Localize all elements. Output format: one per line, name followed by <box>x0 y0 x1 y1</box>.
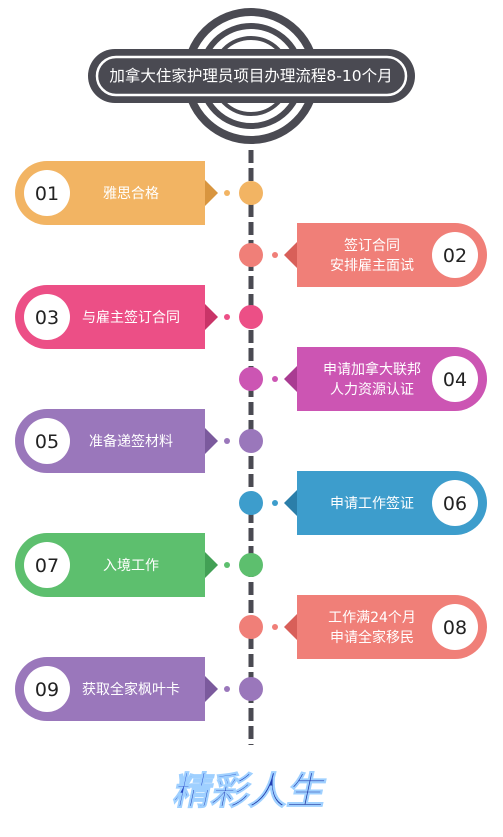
step-dot <box>272 252 278 258</box>
step-label: 工作满24个月 <box>328 610 416 626</box>
step-number-badge <box>432 356 478 402</box>
step-label: 入境工作 <box>103 558 159 574</box>
step-node <box>239 677 263 701</box>
step-label: 准备递签材料 <box>89 433 173 450</box>
step-05: 05 准备递签材料 <box>15 409 263 473</box>
step-dot <box>224 190 230 196</box>
step-number: 08 <box>443 617 467 639</box>
step-fold <box>202 673 218 705</box>
step-number-badge <box>24 294 70 340</box>
step-label: 人力资源认证 <box>330 382 414 398</box>
step-01: 01 雅思合格 <box>15 161 263 225</box>
step-fold <box>202 549 218 581</box>
step-number: 06 <box>443 493 467 515</box>
step-number-badge <box>24 170 70 216</box>
step-number: 03 <box>35 307 59 329</box>
step-label: 申请加拿大联邦 <box>323 361 421 378</box>
step-number: 02 <box>443 245 467 267</box>
step-node <box>239 615 263 639</box>
step-03: 03 与雇主签订合同 <box>15 285 263 349</box>
step-dot <box>272 500 278 506</box>
step-node <box>239 243 263 267</box>
step-label: 签订合同 <box>344 237 400 254</box>
step-fold <box>284 487 300 519</box>
step-number: 04 <box>443 369 467 391</box>
step-fold <box>284 239 300 271</box>
step-node <box>239 305 263 329</box>
step-dot <box>272 624 278 630</box>
step-number-badge <box>432 480 478 526</box>
logo: 精彩人生 <box>169 769 331 815</box>
step-label: 申请全家移民 <box>330 629 414 646</box>
step-fold <box>284 363 300 395</box>
step-label: 与雇主签订合同 <box>82 309 180 326</box>
step-dot <box>224 438 230 444</box>
step-06: 06 申请工作签证 <box>239 471 487 535</box>
step-fold <box>202 301 218 333</box>
step-number: 05 <box>35 431 59 453</box>
step-number-badge <box>24 666 70 712</box>
step-number: 07 <box>35 555 59 577</box>
step-fold <box>202 425 218 457</box>
step-node <box>239 429 263 453</box>
step-09: 09 获取全家枫叶卡 <box>15 657 263 721</box>
step-number-badge <box>432 232 478 278</box>
logo-text: 精彩人生 <box>170 769 331 814</box>
step-number-badge <box>432 604 478 650</box>
step-node <box>239 181 263 205</box>
step-fold <box>202 177 218 209</box>
step-label: 雅思合格 <box>103 186 159 202</box>
page-title: 加拿大住家护理员项目办理流程8-10个月 <box>109 66 392 85</box>
step-node <box>239 553 263 577</box>
step-label: 获取全家枫叶卡 <box>82 681 180 698</box>
step-dot <box>224 686 230 692</box>
step-number-badge <box>24 418 70 464</box>
step-node <box>239 367 263 391</box>
step-node <box>239 491 263 515</box>
step-dot <box>224 314 230 320</box>
step-number-badge <box>24 542 70 588</box>
step-label: 申请工作签证 <box>330 495 414 512</box>
step-fold <box>284 611 300 643</box>
step-number: 09 <box>35 679 59 701</box>
step-07: 07 入境工作 <box>15 533 263 597</box>
step-dot <box>272 376 278 382</box>
title-banner: 加拿大住家护理员项目办理流程8-10个月 <box>88 49 415 103</box>
step-number: 01 <box>35 183 59 205</box>
step-dot <box>224 562 230 568</box>
step-label: 安排雇主面试 <box>330 257 414 274</box>
